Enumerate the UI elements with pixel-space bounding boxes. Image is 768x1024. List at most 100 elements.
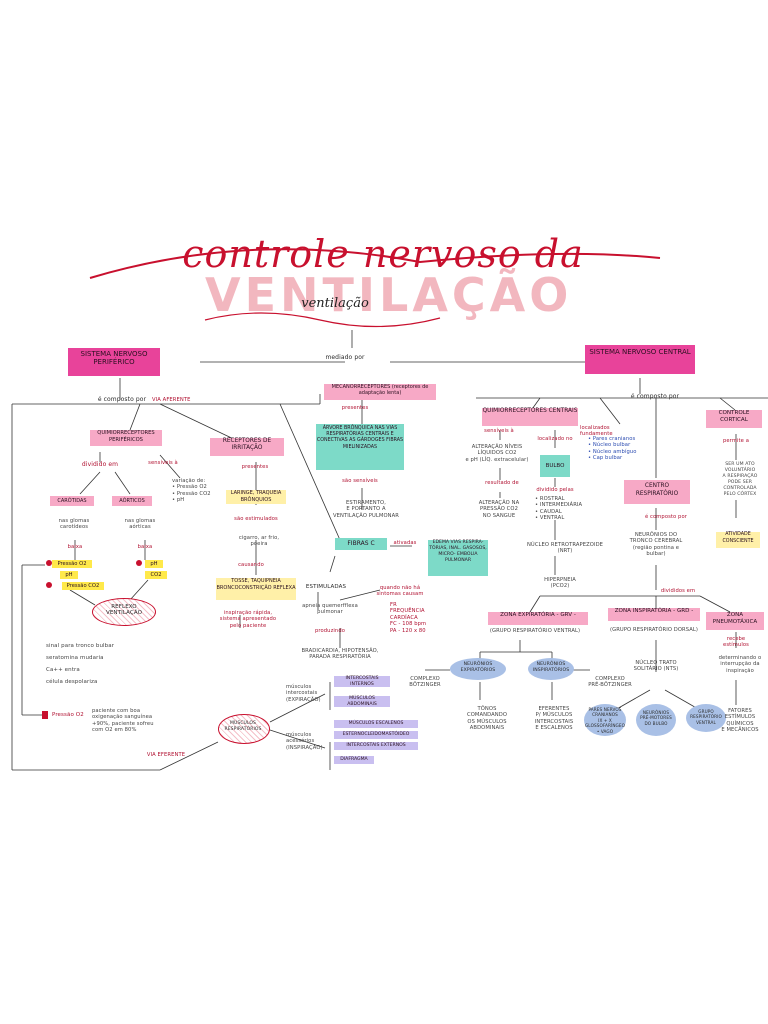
muscle-esternocleidomastoideo: ESTERNOCLEIDOMASTÓIDEO [334, 731, 418, 739]
musc-exp-text: músculos intercostais (EXPIRAÇÃO) [286, 684, 321, 703]
pressao-o2-box: Pressão O2 [52, 560, 92, 568]
estimuladas-label: ESTIMULADAS [305, 584, 347, 590]
dividido-em-label: dividido em [81, 461, 119, 468]
neuronios-tronco-text: NEURÔNIOS DO TRONCO CEREBRAL (região pon… [629, 532, 683, 558]
musculos-label: MÚSCULOS RESPIRATÓRIOS [224, 721, 262, 732]
mec-estiramento-text: ESTIRAMENTO, E PORTANTO A VENTILAÇÃO PUL… [333, 500, 399, 519]
receptores-irritacao-box: RECEPTORES DE IRRITAÇÃO [210, 438, 284, 456]
nucleo-retrotrapezoide-text: NÚCLEO RETROTRAPEZOIDE (NRT) [526, 542, 604, 555]
via-eferente-label: VIA EFERENTE [146, 752, 186, 758]
bulbo-items-text: • Pares cranianos • Núcleo bulbar • Núcl… [588, 436, 637, 462]
snp-box: SISTEMA NERVOSO PERIFÉRICO [68, 348, 160, 376]
paciente-text: paciente com boa oxigenação sanguínea +9… [92, 708, 154, 734]
grd-sub-text: (GRUPO RESPIRATÓRIO DORSAL) [609, 627, 699, 633]
page-title: controle nervoso da [182, 232, 584, 276]
snc-box: SISTEMA NERVOSO CENTRAL [585, 345, 695, 374]
bulbo-box: BULBO [540, 455, 570, 477]
muscle-intercostais-externos: INTERCOSTAIS EXTERNOS [334, 742, 418, 750]
divididos-em-label: divididos em [660, 588, 696, 594]
snc-sensiveis-label: sensíveis à [484, 428, 514, 434]
complexo-botzinger-text: COMPLEXO BÖTZINGER [409, 676, 441, 689]
irr-causando-label: causando [238, 562, 264, 568]
mediado-por-label: mediado por [325, 354, 365, 361]
neur-premotores-text: NEURÔNIOS PRÉ-MOTORES DO BULBO [640, 710, 672, 726]
quimio-perifericos-box: QUIMIORRECEPTORES PERIFÉRICOS [90, 430, 162, 446]
baixa-label-right: baixa [137, 544, 153, 550]
controle-cortical-box: CONTROLE CORTICAL [706, 410, 762, 428]
muscle-abdominais: MÚSCULOS ABDOMINAIS [334, 696, 390, 707]
reflexo-label: REFLEXO VENTILAÇÃO [105, 604, 143, 617]
neur-insp-label: NEURÔNIOS INSPIRATÓRIOS [532, 662, 570, 673]
page-subtitle: ventilação [301, 296, 369, 311]
quando-nao-text: quando não há sintomas causam [376, 585, 424, 598]
atividade-consciente-box: ATIVIDADE CONSCIENTE [716, 532, 760, 548]
bullet-icon [46, 560, 52, 566]
localizado-fundamente-label: localizados fundamente [580, 425, 613, 438]
co2-right-box: CO2 [145, 571, 167, 579]
zona-expiratoria-box: ZONA EXPIRATÓRIA - GRV - [488, 612, 588, 625]
variacao-text: variação de: • Pressão O2 • Pressão CO2 … [172, 478, 211, 504]
via-aferente-label: VIA AFERENTE [152, 397, 191, 403]
bulbo-dividido-label: dividido pelas [536, 487, 574, 493]
nucleo-trato-text: NÚCLEO TRATO SOLITÁRIO (NTS) [633, 660, 679, 673]
fc-numbers-text: FR FREQUÊNCIA CARDÍACA FC - 108 bpm PA -… [390, 602, 427, 634]
carotidas-box: CARÓTIDAS [50, 496, 94, 506]
irr-presentes-label: presentes [241, 464, 269, 470]
mec-arvore-box: ÁRVORE BRÔNQUICA NAS VIAS RESPIRATÓRIAS … [316, 424, 404, 470]
zp-bottom-text: FATORES ESTÍMULOS QUÍMICOS E MECÂNICOS [721, 708, 759, 734]
composto-por-left: é composto por [97, 396, 147, 403]
alteracao-co2-text: ALTERAÇÃO NA PRESSÃO CO2 NO SANGUE [478, 500, 520, 519]
musculos-ellipse [218, 714, 270, 744]
neur-exp-label: NEURÔNIOS EXPIRATÓRIOS [460, 662, 496, 673]
neur-insp-ellipse [528, 658, 574, 680]
neur-exp-ellipse [450, 658, 506, 680]
bullet-icon [46, 582, 52, 588]
ativadas-label: ativadas [393, 540, 417, 546]
musc-insp-text: músculos acessórios (INSPIRAÇÃO) [286, 732, 323, 751]
bullet-icon [136, 560, 142, 566]
irr-laringe-box: LARINGE, TRAQUEIA BRÔNQUIOS [226, 490, 286, 504]
ph-right-box: pH [145, 560, 163, 568]
ghost-title: VENTILAÇÃO [205, 268, 573, 322]
grupo-ventral-text: GRUPO RESPIRATÓRIO VENTRAL [690, 709, 722, 725]
pressao-co2-box: Pressão CO2 [62, 582, 104, 590]
complexo-pre-text: COMPLEXO PRÉ-BÖTZINGER [588, 676, 632, 689]
neur-ventral-ellipse [636, 704, 676, 736]
reflexo-ellipse [92, 598, 156, 626]
chemo-chain-text: sinal para tronco bulbar seratomina muda… [46, 643, 115, 685]
muscle-escalenos: MÚSCULOS ESCALENOS [334, 720, 418, 728]
bullet-icon [42, 711, 48, 719]
recebe-label: recebe estímulos [723, 636, 749, 649]
quimio-centrais-box: QUIMIORRECEPTORES CENTRAIS [482, 408, 578, 426]
zona-pneumotaxica-box: ZONA PNEUMOTÁXICA [706, 612, 764, 630]
fc-edema-box: EDEMA VIAS RESPIRA- TÓRIAS, INAL. GASOSO… [428, 540, 488, 576]
aorticos-desc: nas glomas aórticas [124, 518, 156, 531]
baixa-label-left: baixa [67, 544, 83, 550]
sensiveis-a-label: sensíveis à [148, 460, 178, 466]
mec-presentes-label: presentes [341, 405, 369, 411]
zp-desc-text: determinando o interrupção da inspiração [718, 655, 762, 674]
mec-sao-label: são sensíveis [342, 478, 378, 484]
centro-composto-label: é composto por [645, 514, 687, 520]
grv-sub-text: (GRUPO RESPIRATÓRIO VENTRAL) [489, 628, 581, 634]
eferentes-text: EFERENTES P/ MÚSCULOS INTERCOSTAIS E ESC… [534, 706, 574, 732]
tonos-text: TÔNOS COMANDANDO OS MÚSCULOS ABDOMINAIS [466, 706, 508, 732]
pressao-o2-bottom: Pressão O2 [52, 712, 84, 718]
muscle-diafragma: DIAFRAGMA [334, 756, 374, 764]
mecanorreceptores-box: MECANORRECEPTORES (receptores de adaptaç… [324, 384, 436, 400]
irr-inspiracao-text: inspiração rápida, sistema apresentado p… [219, 610, 277, 629]
pares-ellipse [584, 704, 626, 736]
irr-sao-label: são estimulados [234, 516, 278, 522]
centro-respiratorio-box: CENTRO RESPIRATÓRIO [624, 480, 690, 504]
irr-agentes-text: cigarro, ar frio, poeira [238, 535, 280, 548]
aorticos-box: AÓRTICOS [112, 496, 152, 506]
zona-inspiratoria-box: ZONA INSPIRATÓRIA - GRD - [608, 608, 700, 621]
fibras-c-box: FIBRAS C [335, 538, 387, 550]
composto-por-right: é composto por [630, 393, 680, 400]
hiperpneia-text: HIPERPNEIA (PCO2) [544, 577, 576, 590]
alteracao-niveis-text: ALTERAÇÃO NÍVEIS LÍQUIDOS CO2 e pH (LÍQ.… [465, 444, 529, 463]
pares-cranianos-text: PARES NERVOS CRANIANOS IX + X GLOSSOFARÍ… [584, 707, 626, 734]
bulbo-regioes-text: • ROSTRAL • INTERMEDIÁRIA • CAUDAL • VEN… [535, 496, 583, 522]
localizado-label: localizado no [537, 436, 573, 442]
